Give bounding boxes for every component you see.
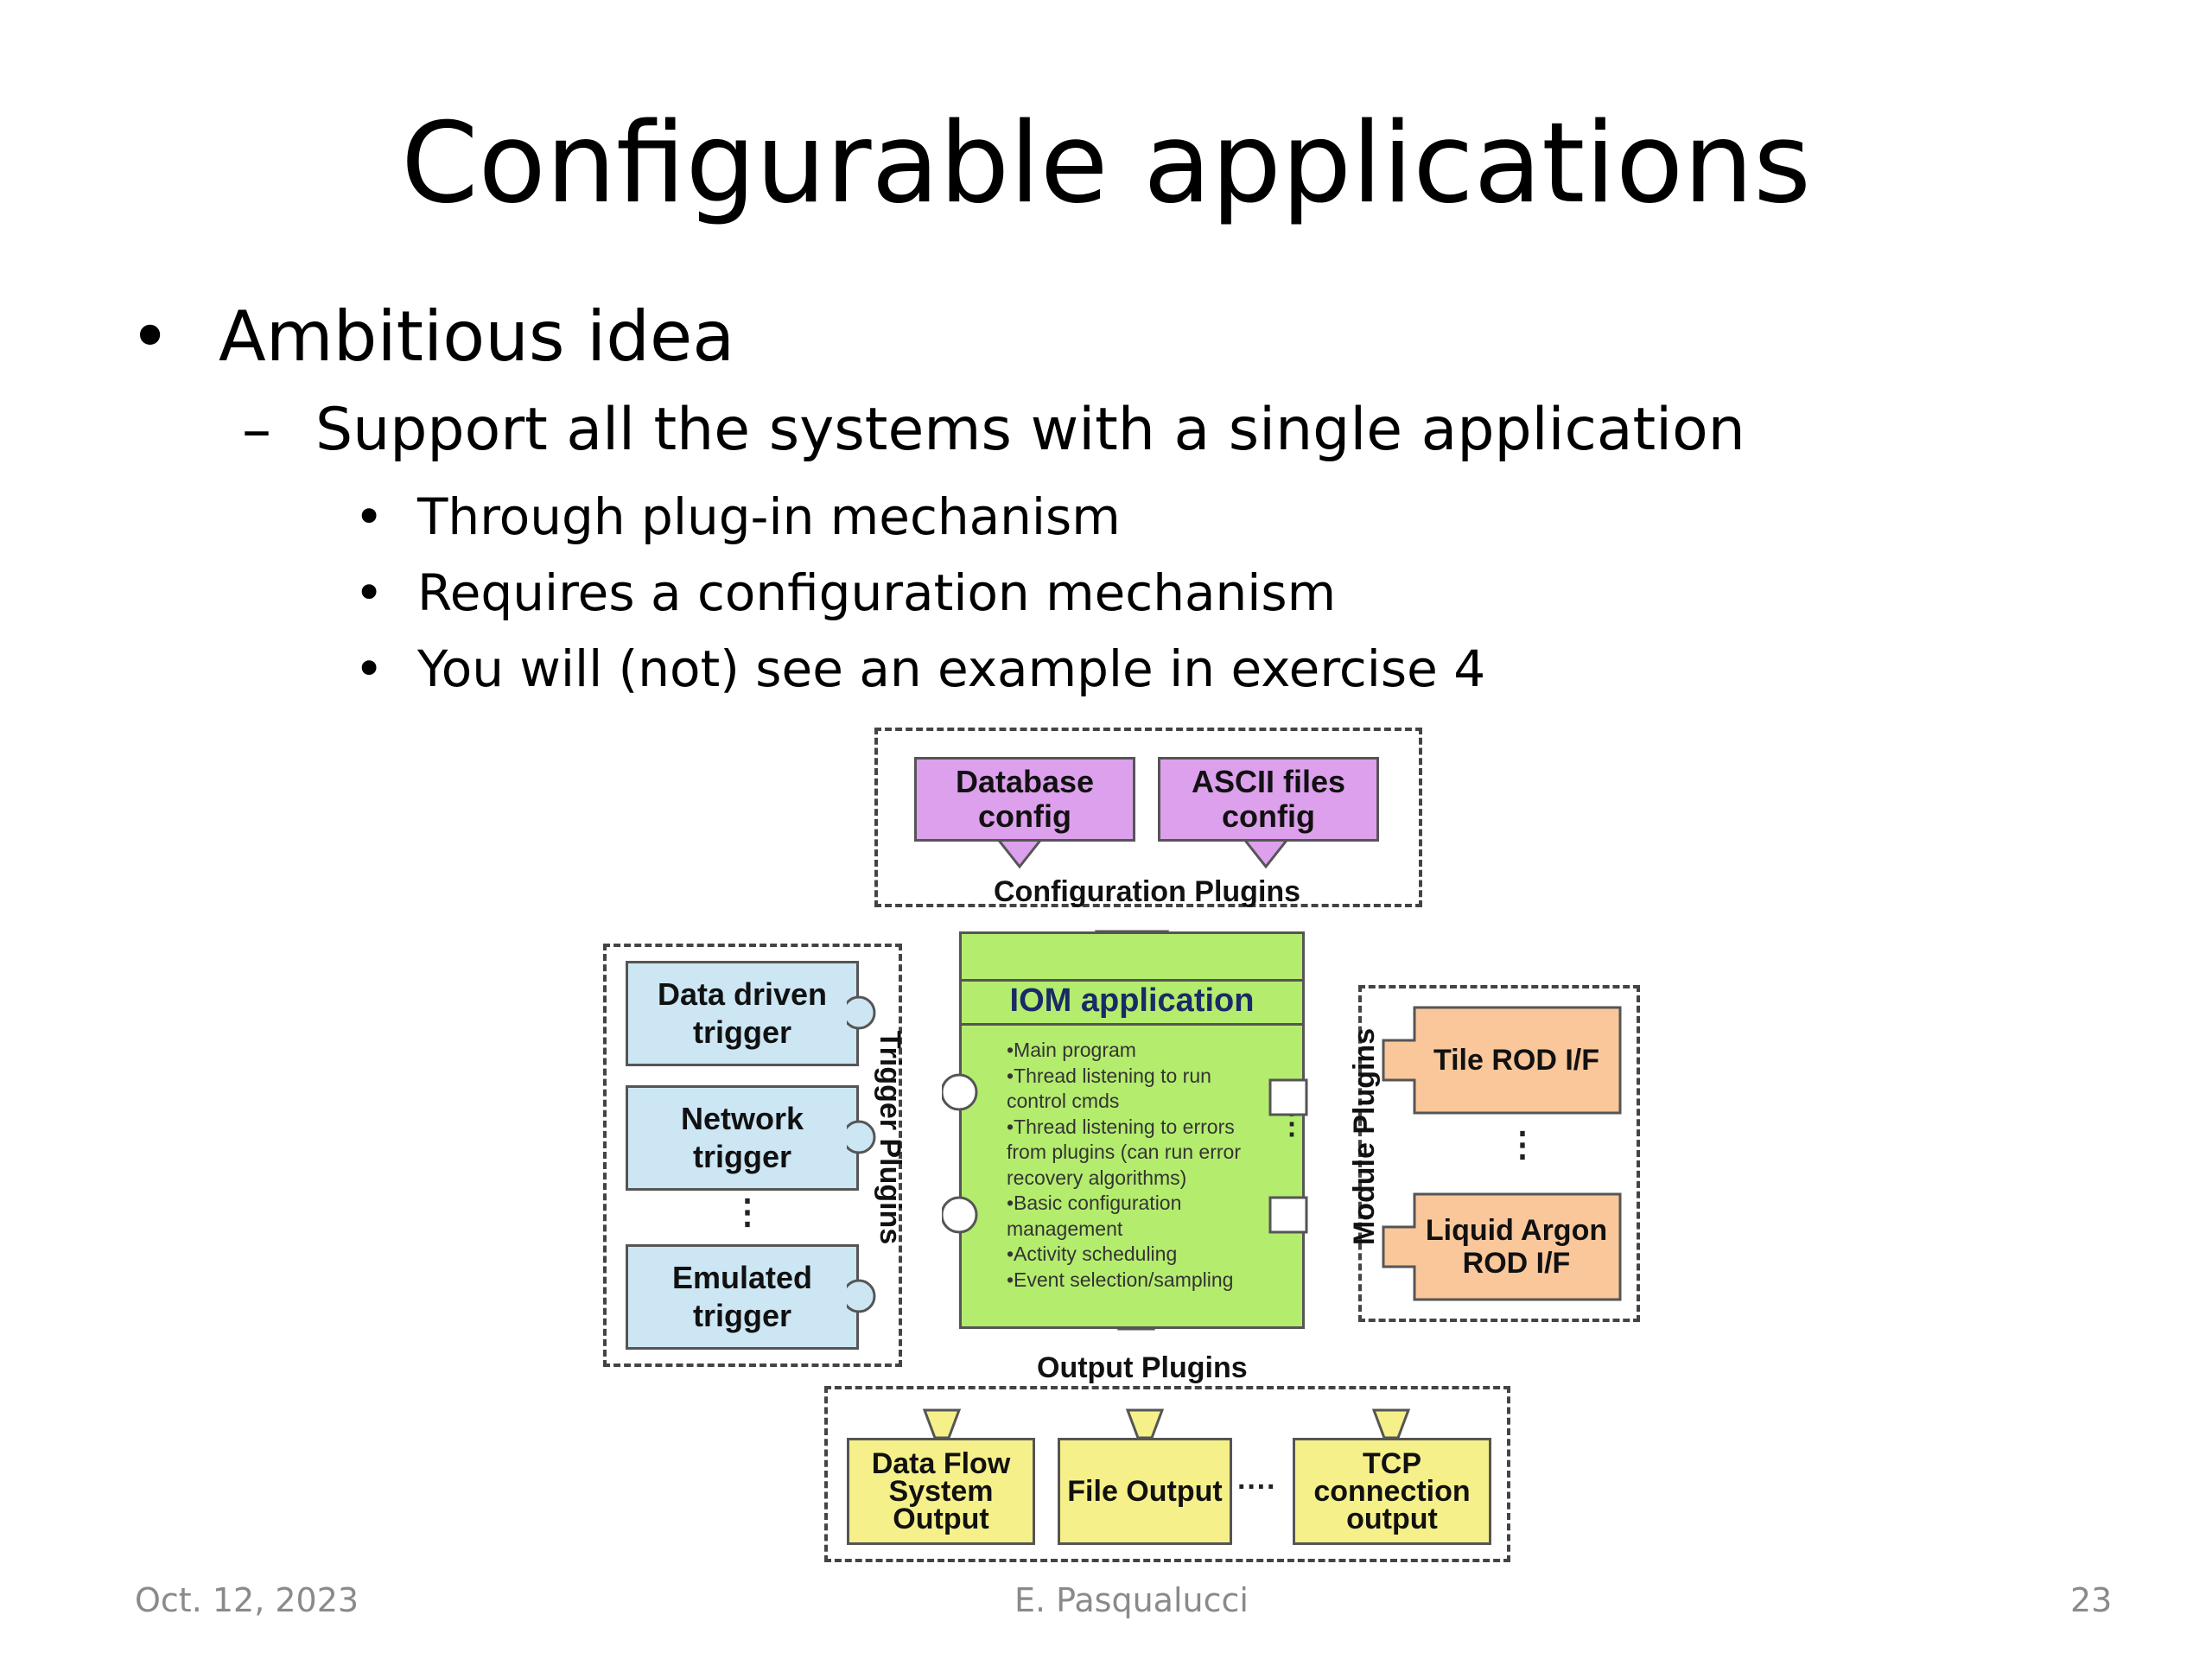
iom-application-title: IOM application <box>962 979 1302 1026</box>
ascii-config-box: ASCII files config <box>1158 757 1379 842</box>
module-plugins-label: Module Plugins <box>1348 1027 1382 1246</box>
iom-feature: •Main program <box>1007 1039 1136 1061</box>
file-output-box: File Output <box>1058 1438 1232 1545</box>
bullet-marker: • <box>354 487 385 546</box>
iom-application-box: IOM application •Main program •Thread li… <box>959 931 1306 1329</box>
footer-author: E. Pasqualucci <box>1014 1581 1249 1619</box>
bullet-text: Support all the systems with a single ap… <box>315 396 1745 464</box>
slide-title: Configurable applications <box>401 99 1811 228</box>
iom-feature-list: •Main program •Thread listening to run c… <box>1007 1038 1266 1293</box>
output-plugins-label: Output Plugins <box>1037 1351 1248 1384</box>
bullet-text: Ambitious idea <box>219 296 735 377</box>
network-trigger-box: Network trigger <box>626 1085 859 1191</box>
bullet-level1: • Ambitious idea <box>130 294 734 380</box>
iom-feature: •Event selection/sampling <box>1007 1268 1234 1291</box>
footer-page-number: 23 <box>2070 1581 2113 1619</box>
iom-feature: •Thread listening to errors from plugins… <box>1007 1115 1241 1189</box>
configuration-plugins-label: Configuration Plugins <box>994 875 1301 908</box>
bullet-marker: • <box>130 296 171 377</box>
output-plugins-group <box>824 1386 1510 1562</box>
database-config-box: Database config <box>914 757 1135 842</box>
data-flow-output-box: Data Flow System Output <box>847 1438 1035 1545</box>
output-ellipsis: ···· <box>1237 1471 1277 1503</box>
bullet-text: Through plug-in mechanism <box>417 487 1121 546</box>
dash-marker: – <box>242 396 271 464</box>
iom-sockets <box>942 1073 1308 1234</box>
configuration-plugins-group <box>874 728 1422 907</box>
trigger-plugins-label: Trigger Plugins <box>874 1030 907 1245</box>
module-ellipsis: ⋮ <box>1505 1126 1540 1164</box>
bullet-level3: • Through plug-in mechanism <box>354 486 1121 548</box>
emulated-trigger-box: Emulated trigger <box>626 1244 859 1350</box>
bullet-marker: • <box>354 639 385 698</box>
module-plugin-shapes <box>1382 1006 1622 1301</box>
tile-rod-box: Tile ROD I/F <box>1433 1044 1600 1077</box>
data-driven-trigger-box: Data driven trigger <box>626 961 859 1066</box>
bullet-text: Requires a configuration mechanism <box>417 563 1337 622</box>
trigger-ellipsis: ⋮ <box>730 1193 765 1231</box>
footer-date: Oct. 12, 2023 <box>135 1581 359 1619</box>
bullet-marker: • <box>354 563 385 622</box>
trigger-plugins-group <box>603 944 902 1367</box>
iom-feature: •Thread listening to run control cmds <box>1007 1064 1211 1113</box>
bullet-level3: • You will (not) see an example in exerci… <box>354 638 1485 700</box>
trigger-tabs <box>847 995 876 1313</box>
liquid-argon-rod-box: Liquid Argon ROD I/F <box>1425 1214 1608 1280</box>
bullet-text: You will (not) see an example in exercis… <box>417 639 1486 698</box>
bullet-level2: –Support all the systems with a single a… <box>242 393 1745 467</box>
iom-feature: •Basic configuration management <box>1007 1192 1182 1240</box>
bullet-level3: • Requires a configuration mechanism <box>354 562 1336 624</box>
iom-feature: •Activity scheduling <box>1007 1243 1178 1265</box>
tcp-output-box: TCP connection output <box>1293 1438 1491 1545</box>
module-plugins-group <box>1358 985 1640 1322</box>
